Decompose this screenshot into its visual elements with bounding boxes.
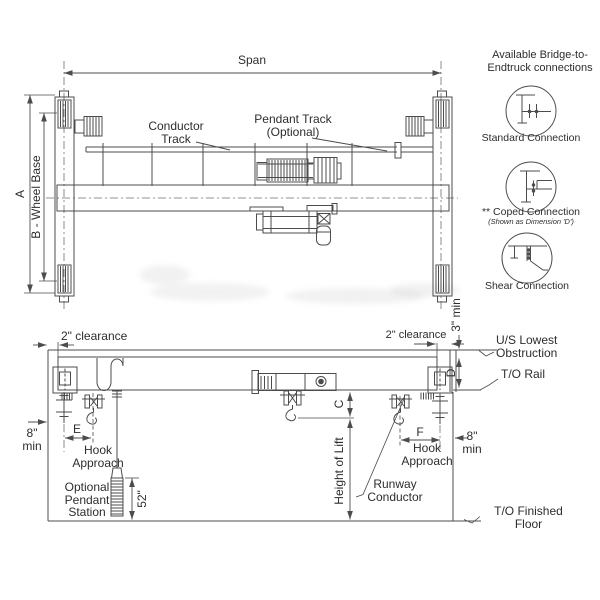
conductor-track-label: Conductor Track xyxy=(148,119,204,146)
us-lowest-leader xyxy=(478,350,495,357)
clearance-left-label: 2" clearance xyxy=(61,329,128,343)
festoon-loop xyxy=(96,358,124,391)
elevation-view xyxy=(47,342,499,524)
standard-connection-label: Standard Connection xyxy=(481,132,581,144)
standard-connection-circle xyxy=(505,85,557,137)
bridge-girder-elevation xyxy=(57,356,438,391)
conductor-track-leader xyxy=(195,141,231,151)
dimension-lines xyxy=(24,70,468,520)
dim-b-label: B - Wheel Base xyxy=(29,155,43,239)
connection-details xyxy=(501,85,557,284)
conductor-track-plan xyxy=(85,142,433,186)
drive-motor-left xyxy=(74,116,103,137)
connections-title: Available Bridge-to- Endtruck connection… xyxy=(487,49,593,74)
height-of-lift-label: Height of Lift xyxy=(332,437,346,505)
dim-f-label: F xyxy=(416,425,424,439)
hook-approach-right-label: Hook Approach xyxy=(401,441,453,468)
shear-connection-label: Shear Connection xyxy=(484,280,570,292)
shear-connection-circle xyxy=(501,232,553,284)
bottom-block-plan xyxy=(249,203,338,246)
watermark-smudge xyxy=(140,265,190,285)
optional-pendant-station-label: Optional Pendant Station xyxy=(64,480,110,519)
watermark-smudge xyxy=(390,283,460,297)
hoist-plan xyxy=(256,157,342,184)
endtruck-right-plan xyxy=(432,90,453,303)
three-min-label: 3" min xyxy=(449,298,463,332)
dim-c-label: C xyxy=(332,399,346,409)
pendant-track-label: Pendant Track (Optional) xyxy=(254,112,332,139)
to-rail-label: T/O Rail xyxy=(501,367,546,381)
coped-connection-label: ** Coped Connection (Shown as Dimension … xyxy=(481,206,581,226)
drive-motor-right xyxy=(405,116,434,137)
to-floor-leader xyxy=(463,516,481,524)
to-rail-leader xyxy=(479,378,499,391)
pendant-track-leader xyxy=(311,137,388,152)
coped-connection-circle xyxy=(505,161,557,213)
endtruck-left-elevation xyxy=(52,366,78,394)
hook-block-right xyxy=(388,394,413,425)
to-finished-floor-label: T/O Finished Floor xyxy=(494,504,563,531)
plan-view xyxy=(54,90,453,303)
eight-min-right-label: 8" min xyxy=(462,429,482,456)
hoist-trolley-elevation xyxy=(251,370,337,422)
us-lowest-obstruction-label: U/S Lowest Obstruction xyxy=(496,333,558,360)
eight-min-left-label: 8" min xyxy=(22,426,42,453)
endtruck-left-plan xyxy=(54,90,75,303)
runway-conductor-label: Runway Conductor xyxy=(367,477,423,504)
runway-conductor-hatch xyxy=(420,392,434,400)
clearance-right-label: 2" clearance xyxy=(385,329,447,341)
hook-block-left xyxy=(81,394,106,425)
dim-a-label: A xyxy=(13,189,27,199)
dim-e-label: E xyxy=(72,422,81,436)
pendant-height-label: 52" xyxy=(135,490,149,508)
watermark-smudge xyxy=(285,288,425,304)
hook-approach-left-label: Hook Approach xyxy=(72,443,124,470)
dim-d-label: D xyxy=(444,368,458,378)
runway-conductor-leader xyxy=(355,398,405,498)
watermark-smudge xyxy=(150,283,270,301)
pendant-station xyxy=(110,390,124,517)
runway-support-line xyxy=(449,350,457,521)
span-label: Span xyxy=(237,53,267,67)
